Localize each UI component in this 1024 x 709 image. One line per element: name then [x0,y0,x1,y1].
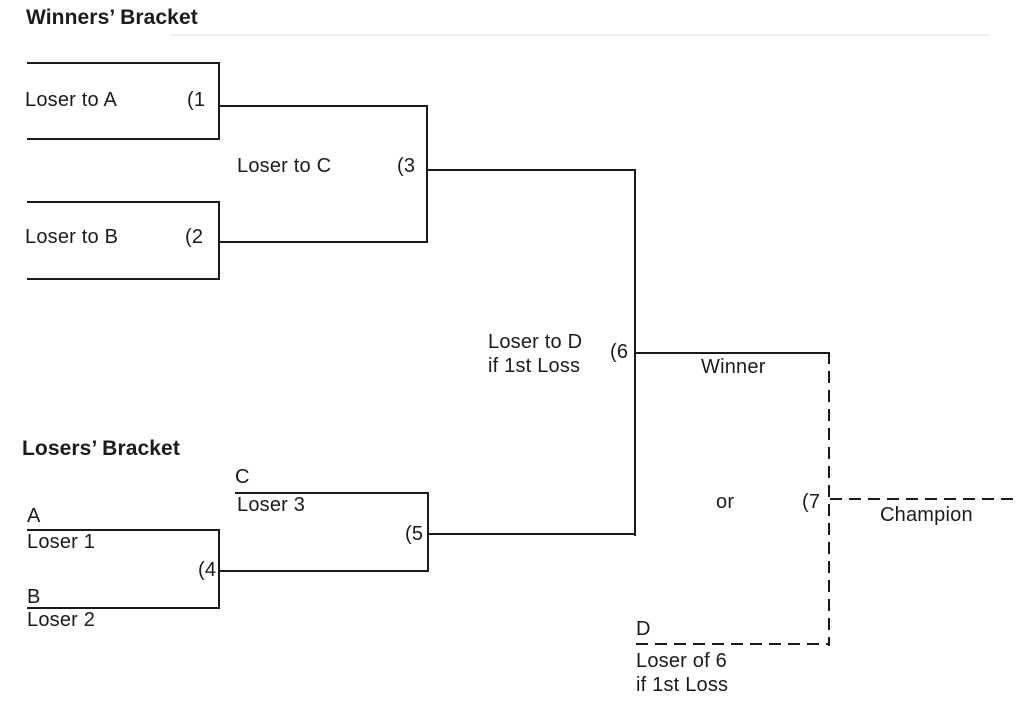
match6-number: (6 [610,341,629,363]
slot-d-note-line1: Loser of 6 [636,650,727,672]
winners-bracket-title: Winners’ Bracket [26,6,198,29]
match2-top-line [27,201,220,203]
slot-b-name: Loser 2 [27,609,96,631]
winner-label: Winner [701,356,766,378]
losers-bracket-title: Losers’ Bracket [22,437,180,460]
match5-number: (5 [405,523,424,545]
slot-d-seed: D [636,618,651,640]
match1-out-line [218,105,428,107]
slot-d-note-line2: if 1st Loss [636,674,729,696]
slot-b-line [27,607,220,609]
champion-label: Champion [880,504,973,526]
slot-c-line [235,492,429,494]
match4-number: (4 [198,559,217,581]
match2-out-line [218,241,428,243]
final-if-needed-join-line [828,352,830,646]
match6-label-line1: Loser to D [488,331,583,353]
slot-a-seed: A [27,505,41,527]
match2-bottom-line [27,278,220,280]
match7-number: (7 [802,491,821,513]
slot-a-line [27,529,220,531]
match2-label: Loser to B [25,226,119,248]
match3-join-line [426,105,428,243]
slot-c-seed: C [235,466,250,488]
match5-join-line [427,492,429,572]
slot-a-name: Loser 1 [27,531,96,553]
match3-label: Loser to C [237,155,332,177]
match3-number: (3 [397,155,416,177]
match4-join-line [218,529,220,609]
slot-d-line [636,643,830,645]
match1-bottom-line [27,138,220,140]
match3-out-line [426,169,636,171]
match5-out-line [427,533,636,535]
slot-d-note: Loser of 6 if 1st Loss [636,649,728,697]
match2-join-line [218,201,220,280]
match2-number: (2 [185,226,204,248]
match4-out-line [218,570,428,572]
match6-label-line2: if 1st Loss [488,355,581,377]
match1-label: Loser to A [25,89,118,111]
match1-top-line [27,62,220,64]
match6-label: Loser to D if 1st Loss [488,330,582,378]
match7-out-line [830,498,1016,500]
slot-c-name: Loser 3 [237,494,306,516]
slot-b-seed: B [27,586,41,608]
match1-number: (1 [187,89,206,111]
match1-join-line [218,62,220,140]
or-label: or [716,491,735,513]
match6-out-line [634,352,830,354]
scan-artifact-line [170,34,990,36]
